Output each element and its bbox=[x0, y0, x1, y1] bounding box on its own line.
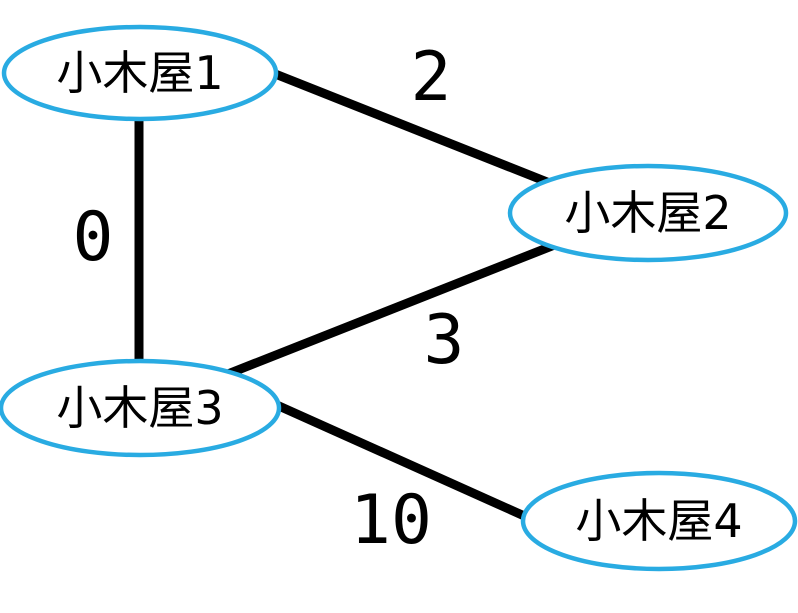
node-ellipse-cabin1 bbox=[1, 24, 279, 122]
node-ellipse-cabin4 bbox=[520, 470, 798, 572]
edge-weight-cabin1-cabin2: 2 bbox=[411, 38, 452, 117]
node-label-cabin3: 小木屋3 bbox=[56, 381, 223, 435]
node-label-cabin4: 小木屋4 bbox=[575, 494, 742, 548]
edge-weight-cabin2-cabin3: 3 bbox=[424, 301, 465, 380]
edge-weight-cabin1-cabin3: 0 bbox=[73, 198, 114, 277]
node-ellipse-cabin3 bbox=[0, 358, 282, 458]
edge-line-cabin2-cabin3 bbox=[198, 222, 602, 390]
edge-line-cabin3-cabin4 bbox=[228, 379, 562, 537]
node-label-cabin1: 小木屋1 bbox=[56, 46, 223, 100]
node-ellipse-cabin2 bbox=[507, 163, 789, 263]
edge-weight-cabin3-cabin4: 10 bbox=[350, 481, 432, 560]
edge-line-cabin1-cabin2 bbox=[228, 51, 602, 208]
node-label-cabin2: 小木屋2 bbox=[564, 186, 731, 240]
